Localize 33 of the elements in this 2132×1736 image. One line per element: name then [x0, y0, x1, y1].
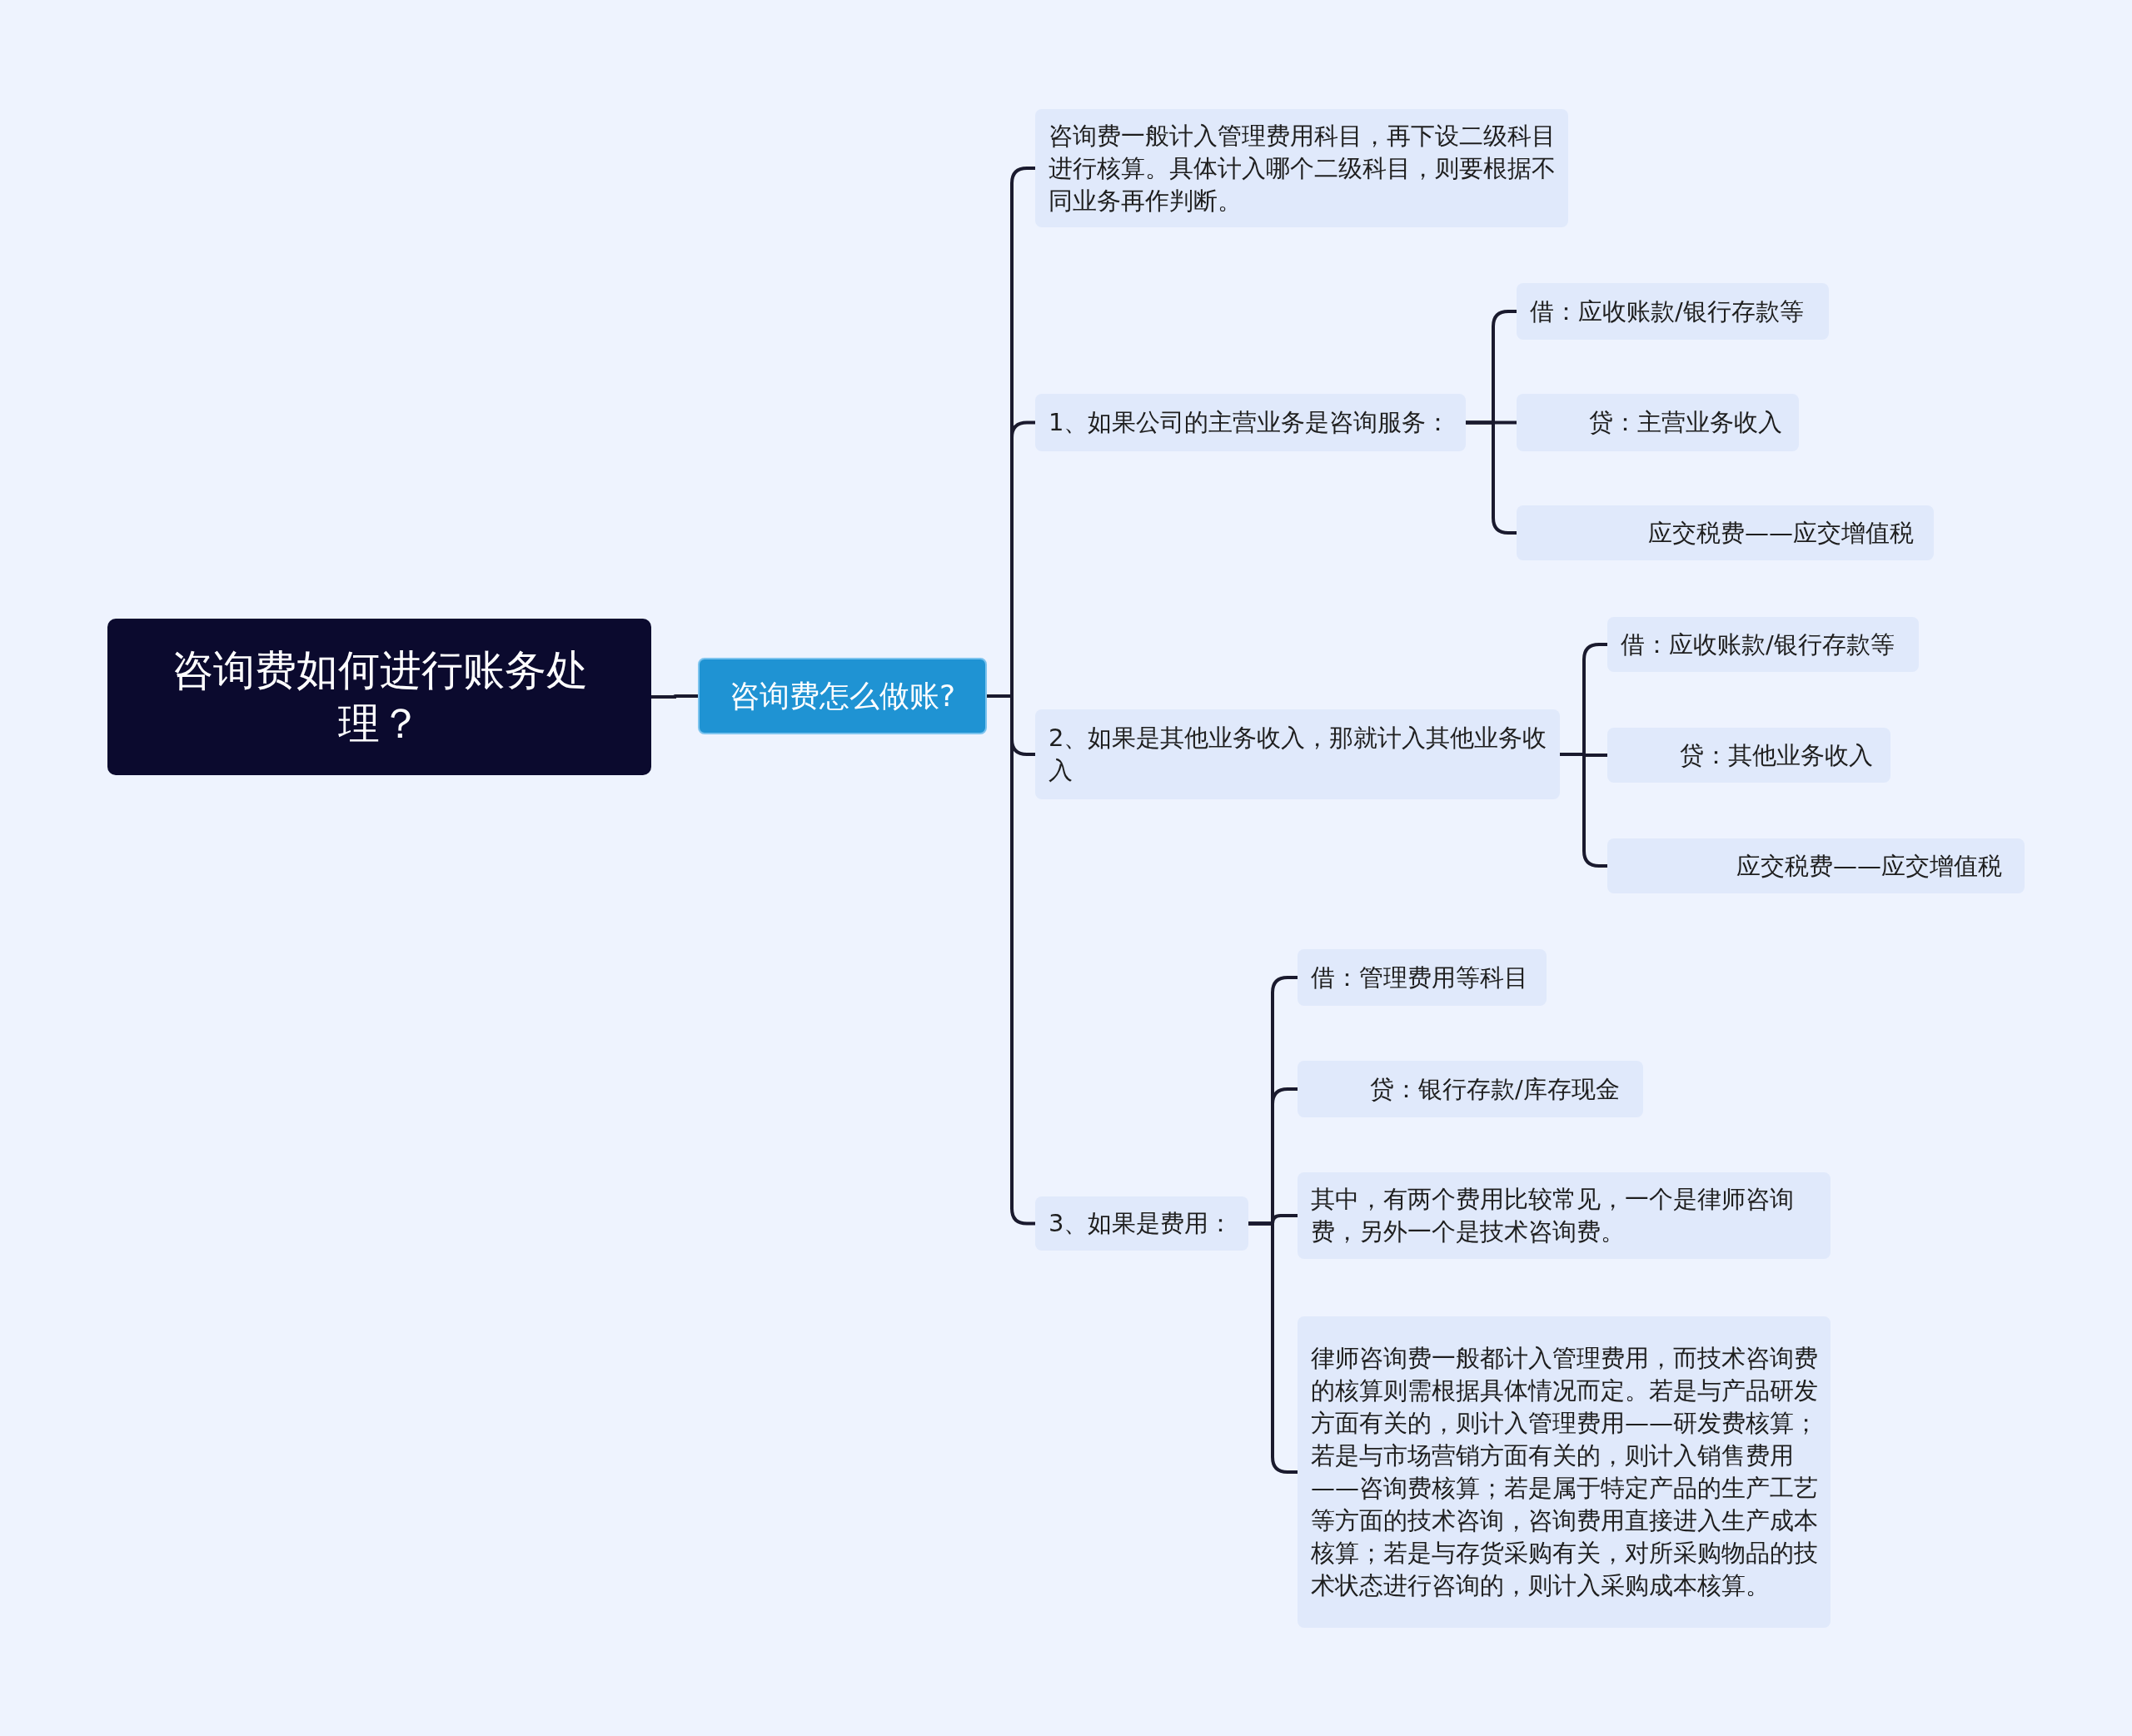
topic-box — [1035, 709, 1560, 799]
topic-text: 借：管理费用等科目 — [1311, 962, 1528, 993]
topic-text: 贷：银行存款/库存现金 — [1370, 1073, 1620, 1105]
topic-text: 借：应收账款/银行存款等 — [1530, 296, 1804, 327]
topic-text: 咨询费一般计入管理费用科目，再下设二级科目进行核算。具体计入哪个二级科目，则要根据不同业务再作判断。 — [1049, 120, 1557, 216]
topic-box — [1035, 109, 1568, 227]
topic-box — [1517, 394, 1799, 451]
topic-text: 咨询费怎么做账? — [729, 678, 956, 714]
topic-box — [1035, 394, 1466, 451]
topic-box — [1517, 283, 1829, 340]
connector-line — [651, 694, 698, 699]
topic-text: 贷：其他业务收入 — [1680, 739, 1873, 771]
topic-box — [1607, 617, 1919, 672]
topic-text: 借：应收账款/银行存款等 — [1621, 629, 1895, 660]
topic-text: 应交税费——应交增值税 — [1648, 517, 1914, 549]
topic-box — [1298, 1316, 1831, 1628]
topic-text: 咨询费如何进行账务处理？ — [170, 645, 589, 749]
topic-box — [1607, 728, 1890, 783]
topic-text: 1、如果公司的主营业务是咨询服务： — [1049, 407, 1451, 438]
topic-box — [1298, 1172, 1831, 1259]
topic-text: 贷：主营业务收入 — [1589, 407, 1782, 438]
topic-box — [1035, 1196, 1248, 1251]
main-topic — [698, 658, 987, 734]
topic-box — [1607, 838, 2025, 893]
topic-box — [1298, 1061, 1643, 1117]
topic-box — [1517, 505, 1934, 560]
topic-text: 2、如果是其他业务收入，那就计入其他业务收入 — [1049, 723, 1548, 786]
topic-text: 其中，有两个费用比较常见，一个是律师咨询费，另外一个是技术咨询费。 — [1311, 1184, 1795, 1247]
topic-text: 3、如果是费用： — [1049, 1208, 1233, 1239]
topic-box — [1298, 949, 1547, 1006]
topic-text: 应交税费——应交增值税 — [1736, 850, 2002, 882]
topic-text: 律师咨询费一般都计入管理费用，而技术咨询费的核算则需根据具体情况而定。若是与产品研发方面有关的，则计入管理费用——研发费核算；若是与市场营销方面有关的，则计入销售费用——咨询费核算；若是属于特定产品的生产工艺等方面的技术咨询，咨询费用直接进入生产成本核算；若是与存货采购有关，对所采购物品的技术状态进行咨询的，则计入采购成本核算。 — [1311, 1343, 1819, 1601]
central-topic — [107, 619, 651, 775]
